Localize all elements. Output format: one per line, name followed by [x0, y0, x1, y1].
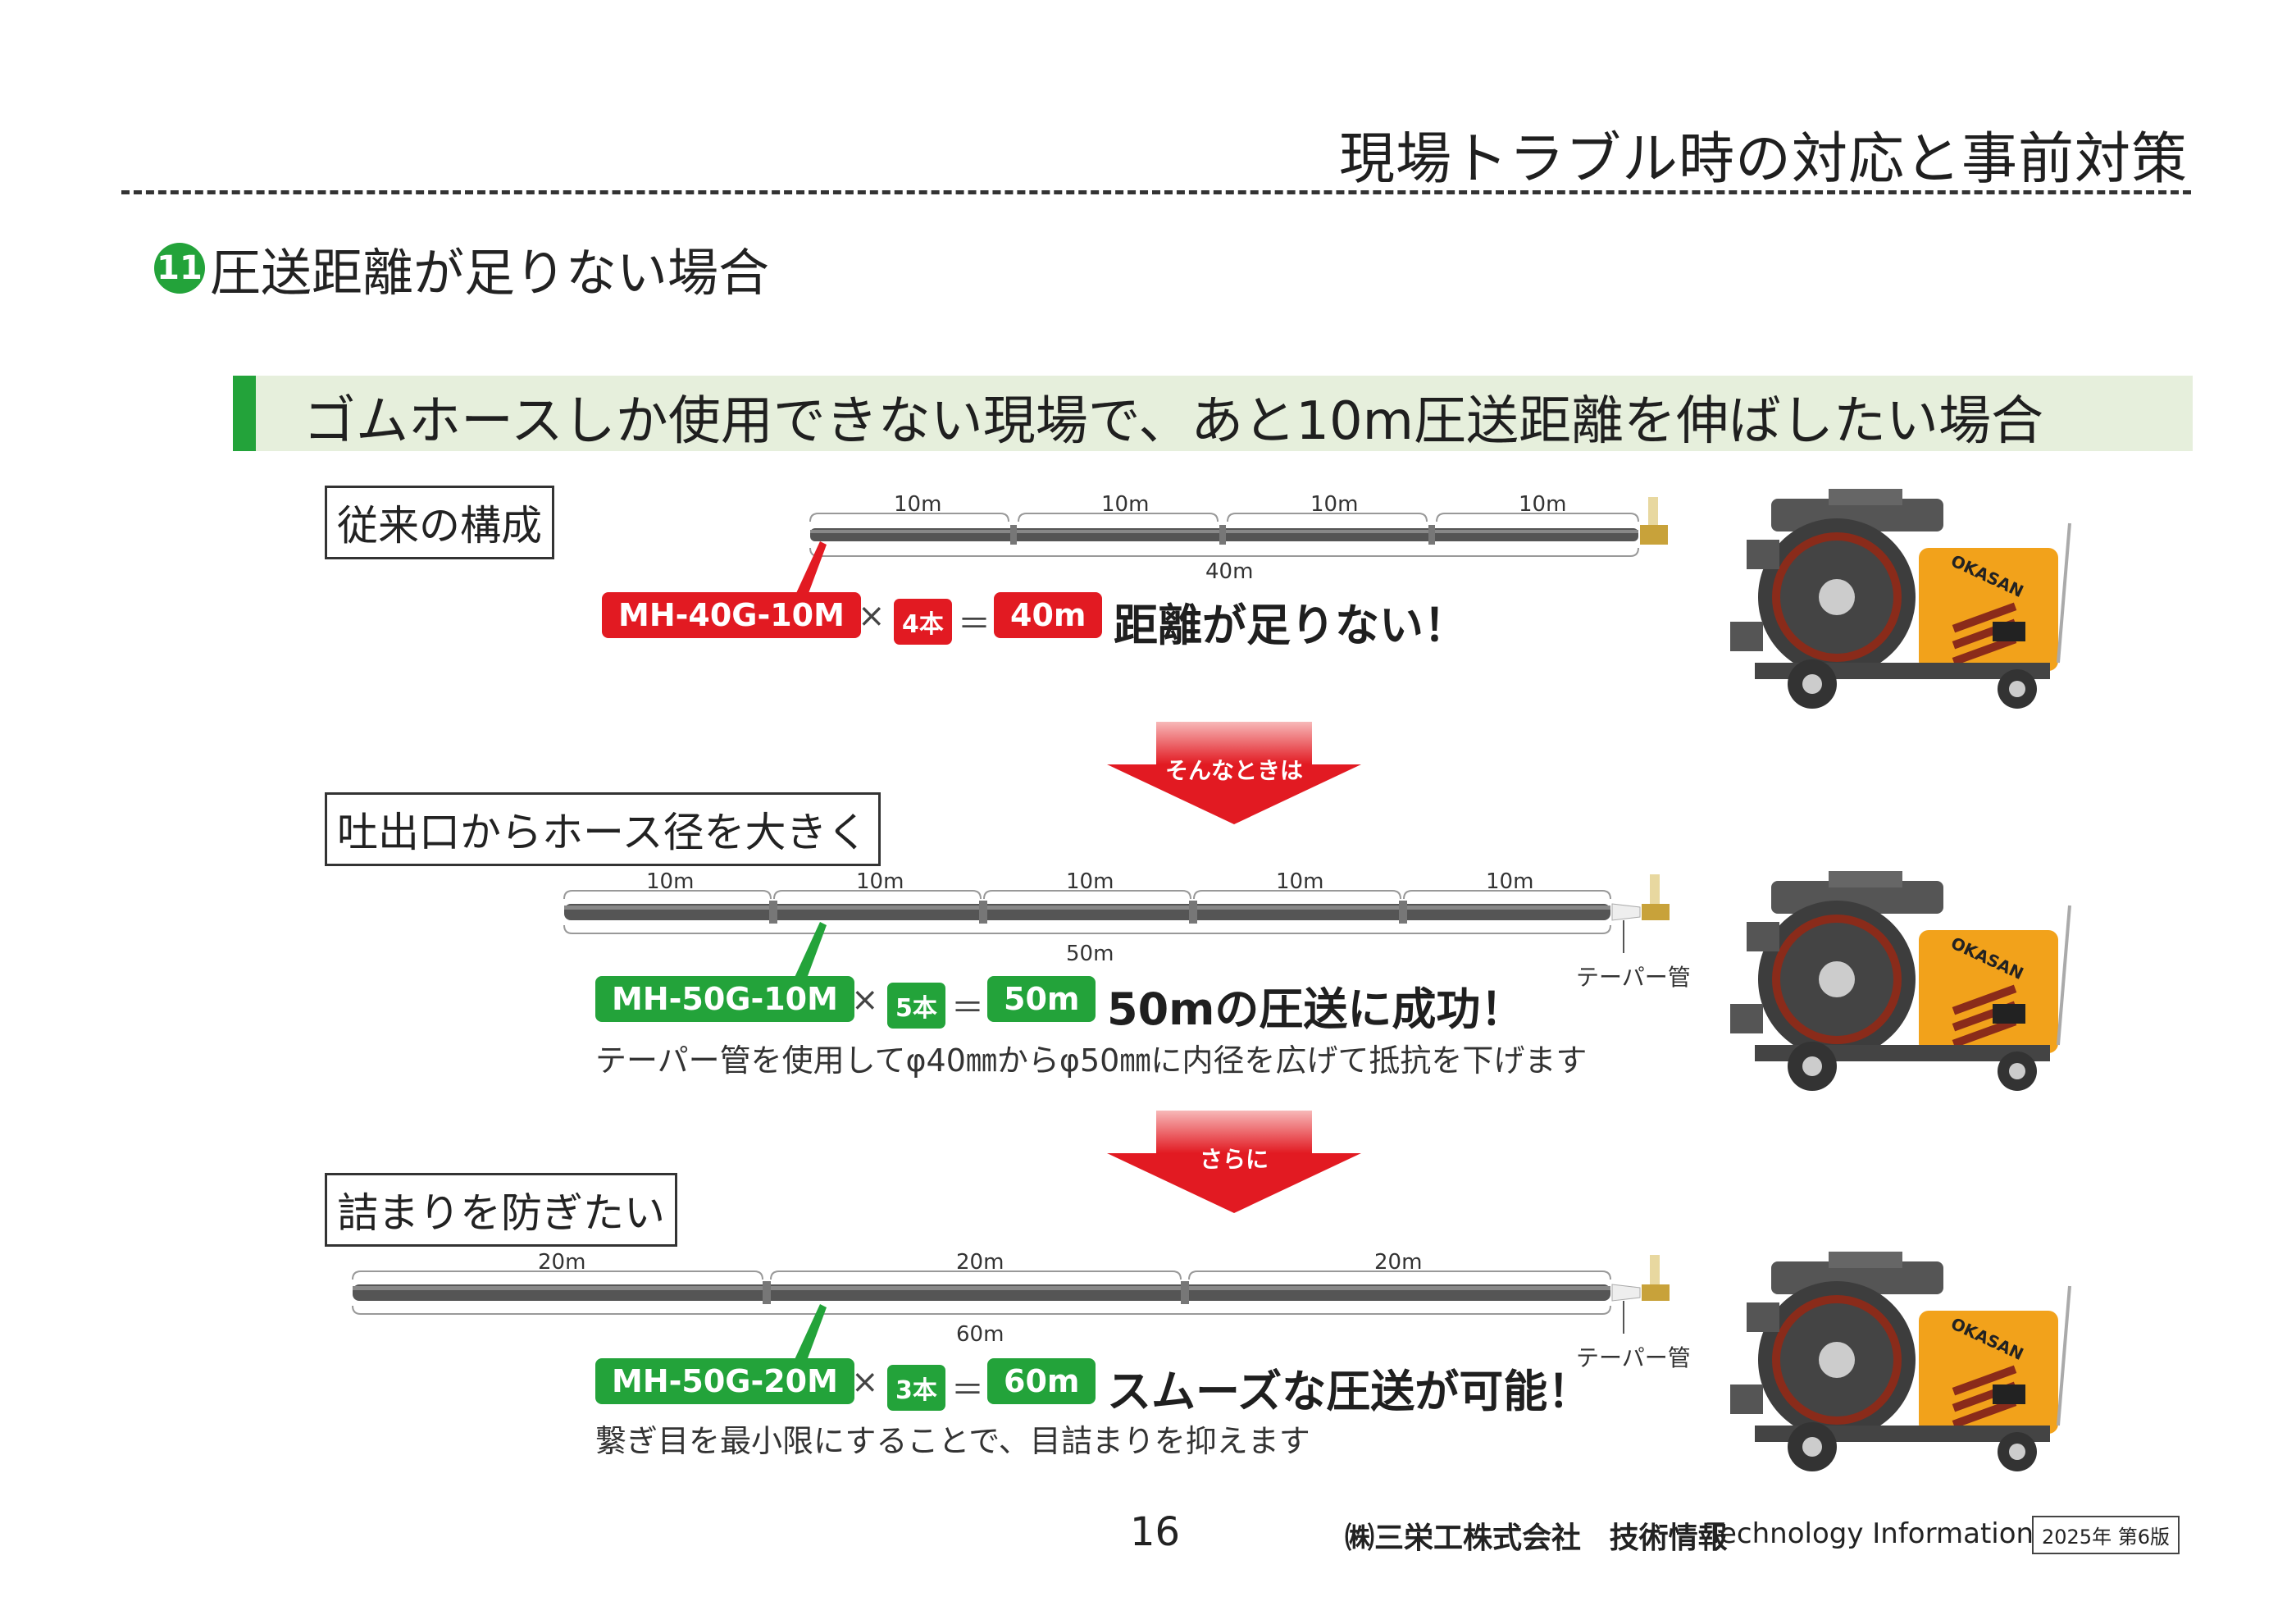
- config1-seg-1: 10m: [894, 492, 942, 517]
- config3-callout-pointer: [792, 1304, 827, 1365]
- pump-machine-3: OKASAN: [1730, 1252, 2071, 1471]
- page-header-title: 現場トラブル時の対応と事前対策: [1338, 127, 2188, 192]
- config1-label: 従来の構成: [325, 486, 554, 559]
- page-number: 16: [1130, 1509, 1181, 1555]
- section-number-badge: 11: [154, 243, 205, 294]
- config2-seg-5: 10m: [1486, 869, 1534, 894]
- config3-note: 繋ぎ目を最小限にすることで、目詰まりを抑えます: [595, 1423, 1310, 1459]
- config2-total-length: 50m: [1066, 942, 1114, 966]
- arrow2-text: さらに: [1199, 1146, 1269, 1173]
- banner-accent-bar: [233, 376, 256, 451]
- arrow1-text: そんなときは: [1164, 757, 1303, 784]
- pump-machine-2: OKASAN: [1730, 871, 2071, 1091]
- config3-seg-2: 20m: [956, 1250, 1004, 1275]
- config2-taper-label: テーパー管: [1576, 964, 1691, 991]
- config1-length-badge: 40m: [994, 592, 1103, 638]
- config2-result: 50mの圧送に成功！: [1107, 983, 1525, 1035]
- section-title: 11 圧送距離が足りない場合: [154, 231, 769, 305]
- config1-seg-4: 10m: [1519, 492, 1567, 517]
- config3-result: スムーズな圧送が可能！: [1107, 1366, 1592, 1417]
- config3-hose-diagram: [352, 1255, 1670, 1334]
- config1-result: 距離が足りない！: [1114, 600, 1468, 651]
- section-title-text: 圧送距離が足りない場合: [210, 243, 770, 303]
- config3-count-badge: 3本: [887, 1365, 945, 1411]
- config2-label: 吐出口からホース径を大きく: [325, 792, 881, 866]
- down-arrow-1: [1107, 722, 1361, 824]
- config1-code-badge: MH-40G-10M: [602, 592, 861, 638]
- config2-length-badge: 50m: [987, 976, 1096, 1022]
- config1-count-badge: 4本: [894, 599, 952, 645]
- config1-seg-3: 10m: [1310, 492, 1359, 517]
- config3-total-length: 60m: [956, 1322, 1004, 1347]
- footer-edition: 2025年 第6版: [2032, 1516, 2180, 1554]
- config2-seg-2: 10m: [856, 869, 904, 894]
- config3-times: ×: [851, 1363, 879, 1401]
- footer-section: 技術情報: [1609, 1521, 1728, 1555]
- footer-technology-information: Technology Information: [1707, 1517, 2034, 1550]
- header-divider: [121, 190, 2191, 194]
- config2-count-badge: 5本: [887, 983, 945, 1029]
- config1-equals: ＝: [958, 605, 991, 643]
- down-arrow-2: [1107, 1111, 1361, 1213]
- config2-hose-diagram: [563, 874, 1670, 953]
- banner-text: ゴムホースしか使用できない現場で、あと10m圧送距離を伸ばしたい場合: [303, 391, 2044, 452]
- scenario-banner: [233, 376, 2193, 451]
- config2-seg-1: 10m: [646, 869, 695, 894]
- config1-callout-pointer: [792, 541, 827, 602]
- config2-times: ×: [851, 981, 879, 1019]
- config1-hose-diagram: [809, 497, 1668, 557]
- config1-seg-2: 10m: [1101, 492, 1150, 517]
- config3-seg-3: 20m: [1374, 1250, 1423, 1275]
- config3-length-badge: 60m: [987, 1358, 1096, 1404]
- footer-company: ㈱三栄工株式会社 技術情報: [1345, 1514, 1728, 1557]
- config3-label: 詰まりを防ぎたい: [325, 1173, 677, 1247]
- config2-equals: ＝: [951, 989, 984, 1027]
- config2-seg-3: 10m: [1066, 869, 1114, 894]
- footer-company-name: ㈱三栄工株式会社: [1345, 1521, 1582, 1555]
- config2-callout-pointer: [792, 922, 827, 983]
- config1-total-length: 40m: [1205, 559, 1254, 584]
- config3-equals: ＝: [951, 1371, 984, 1409]
- config2-code-badge: MH-50G-10M: [595, 976, 854, 1022]
- config3-code-badge: MH-50G-20M: [595, 1358, 854, 1404]
- config2-seg-4: 10m: [1276, 869, 1324, 894]
- config3-seg-1: 20m: [538, 1250, 586, 1275]
- config1-times: ×: [858, 597, 886, 635]
- config3-taper-label: テーパー管: [1576, 1344, 1691, 1371]
- config2-note: テーパー管を使用してφ40㎜からφ50㎜に内径を広げて抵抗を下げます: [595, 1042, 1588, 1079]
- pump-machine-1: OKASAN: [1730, 489, 2071, 709]
